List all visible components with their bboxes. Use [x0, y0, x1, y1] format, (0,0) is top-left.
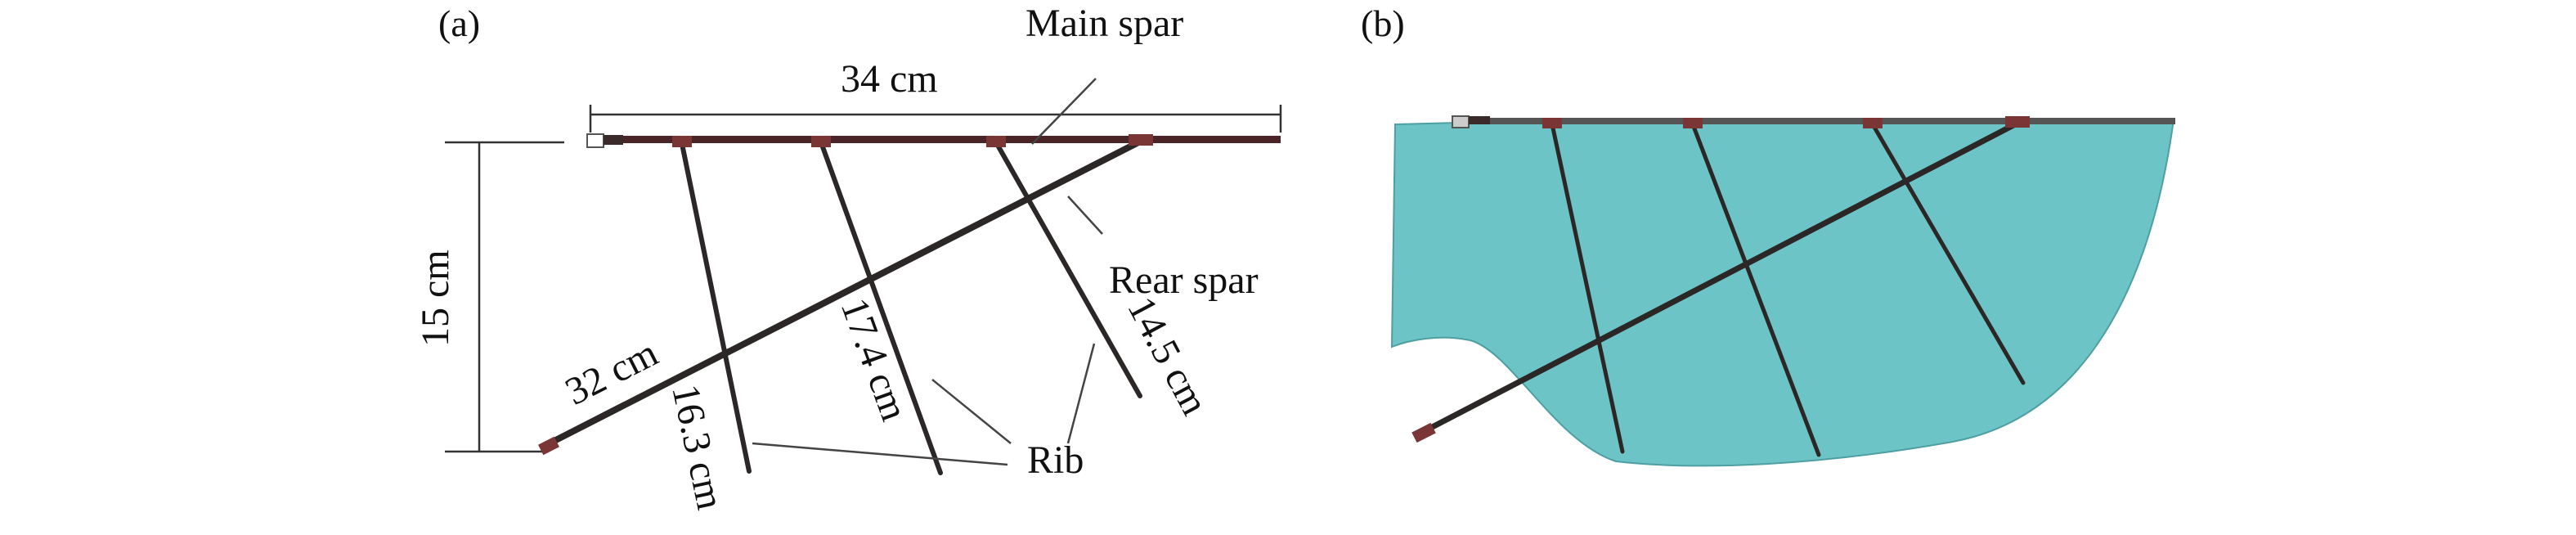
height-dimension-label: 15 cm: [414, 250, 457, 347]
panel-b: (b): [1361, 2, 2175, 467]
panel-a: (a) 34 cm 15 cm: [414, 2, 1282, 514]
panel-a-label: (a): [438, 2, 480, 44]
panel-b-label: (b): [1361, 2, 1405, 44]
rib-1-length-label: 16.3 cm: [663, 380, 732, 513]
leader-rib-1: [752, 442, 1008, 466]
panel-b-joint-rear-spar: [2005, 116, 2030, 128]
panel-b-joint-rib-1: [1542, 118, 1562, 128]
panel-b-root-fitting: [1469, 116, 1490, 124]
span-dimension-label: 34 cm: [841, 57, 938, 101]
main-spar-root-block: [586, 133, 604, 148]
leader-rear-spar: [1067, 196, 1103, 235]
spar-joints: [538, 134, 1153, 456]
panel-b-joint-rib-2: [1683, 118, 1703, 128]
rear-spar-tip-cap: [538, 436, 559, 456]
span-dimension: [589, 105, 1282, 133]
callout-leaders: [752, 78, 1103, 466]
panel-b-main-spar: [1454, 118, 2175, 124]
leader-rib-3: [1066, 343, 1096, 444]
callout-main-spar: Main spar: [1025, 2, 1183, 45]
rear-spar: [540, 136, 1148, 450]
wing-membrane: [1390, 119, 2175, 467]
main-spar: [589, 136, 1281, 143]
panel-b-joints: [1411, 116, 2030, 443]
rib-3: [994, 140, 1142, 398]
ribs: [680, 140, 1142, 475]
rib-3-length-label: 14.5 cm: [1119, 290, 1216, 421]
callout-rear-spar: Rear spar: [1109, 259, 1259, 302]
joint-rib-3: [986, 136, 1006, 147]
panel-b-rib-3: [1870, 122, 2026, 385]
joint-rib-1: [672, 136, 692, 147]
panel-b-rib-2: [1690, 122, 1821, 457]
rear-spar-length-label: 32 cm: [559, 331, 665, 414]
panel-b-rear-spar-tip: [1411, 422, 1436, 443]
panel-b-ribs: [1550, 122, 2026, 457]
joint-rear-spar: [1129, 134, 1153, 146]
main-spar-root-fitting: [604, 135, 623, 145]
panel-b-rib-1: [1550, 122, 1625, 454]
leader-main-spar: [1031, 78, 1097, 145]
leader-rib-2: [931, 379, 1012, 444]
height-dimension: [445, 141, 564, 453]
panel-b-rear-spar: [1416, 119, 2022, 437]
rib-1: [680, 142, 752, 474]
panel-b-joint-rib-3: [1863, 118, 1883, 128]
panel-b-main-spar-root: [1452, 115, 1470, 128]
rib-2-length-label: 17.4 cm: [832, 293, 917, 426]
callout-rib: Rib: [1027, 438, 1084, 482]
joint-rib-2: [811, 136, 831, 147]
rib-2: [819, 140, 943, 475]
